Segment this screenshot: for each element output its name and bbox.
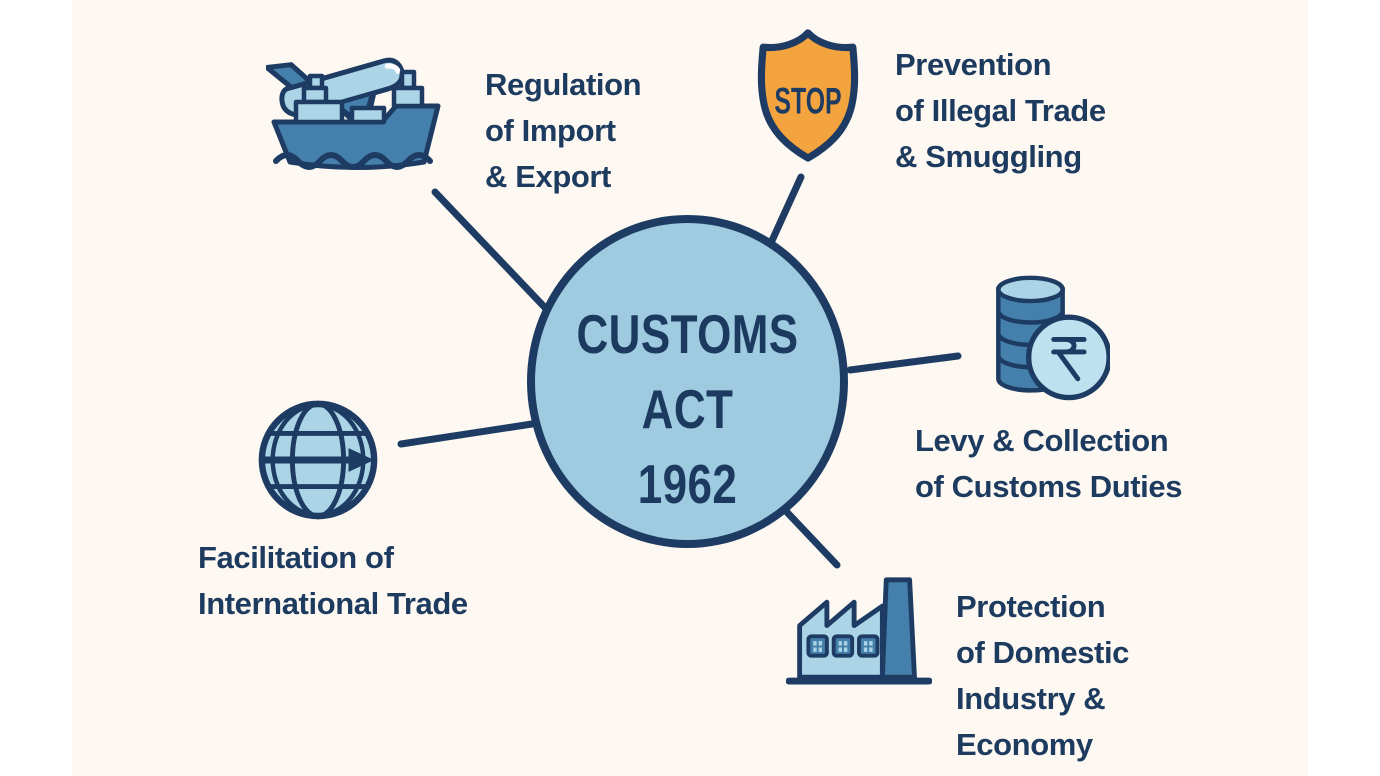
connector-regulation [431,188,556,319]
label-protection-line4: Economy [956,727,1093,762]
stop-shield-label: STOP [774,80,841,121]
factory-icon [786,577,932,685]
label-regulation-line1: Regulation [485,67,642,102]
label-protection-line3: Industry & [956,681,1106,716]
label-regulation: Regulation of Import & Export [485,62,642,200]
rupee-coin [1026,314,1110,401]
central-title-line3: 1962 [637,453,738,515]
central-title-line2: ACT [641,378,734,440]
label-levy-line1: Levy & Collection [915,423,1169,458]
label-prevention-line2: of Illegal Trade [895,93,1106,128]
airplane-cargo-ship-icon [266,57,441,170]
connector-facilitation [397,420,536,448]
label-prevention-line3: & Smuggling [895,139,1082,174]
connector-prevention [766,173,805,249]
label-protection-line2: of Domestic [956,635,1130,670]
connector-levy [846,352,962,374]
rupee-symbol [1051,337,1087,382]
label-prevention-line1: Prevention [895,47,1052,82]
label-protection: Protection of Domestic Industry & Econom… [956,584,1129,768]
label-protection-line1: Protection [956,589,1106,624]
central-title: CUSTOMS ACT 1962 [550,297,826,522]
label-facilitation: Facilitation of International Trade [198,535,468,627]
label-regulation-line2: of Import [485,113,616,148]
label-facilitation-line1: Facilitation of [198,540,394,575]
connector-protection [779,504,841,569]
central-node: CUSTOMS ACT 1962 [527,215,848,548]
globe-arrow-icon [258,400,378,520]
rupee-coins-icon [996,275,1110,401]
label-levy: Levy & Collection of Customs Duties [915,418,1182,510]
label-regulation-line3: & Export [485,159,611,194]
label-levy-line2: of Customs Duties [915,469,1183,504]
label-prevention: Prevention of Illegal Trade & Smuggling [895,42,1106,180]
stop-shield-icon: STOP [757,29,859,162]
central-title-line1: CUSTOMS [576,303,799,365]
label-facilitation-line2: International Trade [198,586,468,621]
